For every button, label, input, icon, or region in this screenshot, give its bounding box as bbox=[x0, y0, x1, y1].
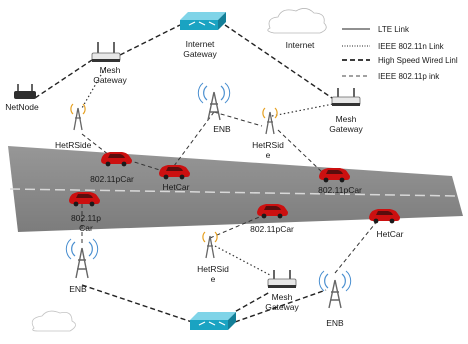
car-label: HetCar bbox=[377, 229, 404, 239]
cell-tower-icon bbox=[197, 82, 231, 121]
car-icon bbox=[257, 204, 288, 219]
internet-cloud-top-label: Internet bbox=[286, 40, 315, 50]
car-icon bbox=[101, 152, 132, 167]
internet-gateway-bottom bbox=[190, 312, 236, 330]
cell-tower-icon bbox=[65, 238, 99, 279]
car-label: HetCar bbox=[163, 182, 190, 192]
legend-label-lte: LTE Link bbox=[378, 25, 410, 34]
roadside-unit-icon bbox=[70, 103, 86, 131]
legend-label-wifi-p: IEEE 802.11p ink bbox=[378, 72, 440, 81]
wired-link bbox=[119, 24, 181, 56]
cell-tower-icon bbox=[318, 270, 352, 309]
roadside-unit-icon bbox=[262, 107, 278, 135]
car-label: 802.11pCar bbox=[90, 174, 134, 184]
legend-label-wifi-n: IEEE 802.11n Link bbox=[378, 42, 445, 51]
car-label: 802.11pCar bbox=[250, 224, 294, 234]
enb-bottom-right-label: ENB bbox=[326, 318, 344, 328]
router-icon bbox=[91, 42, 121, 62]
het-rside-left-label: HetRSide bbox=[55, 140, 92, 150]
legend-label-wired: High Speed Wired Linl bbox=[378, 56, 458, 65]
lte-link bbox=[213, 111, 263, 127]
wifi-p-link bbox=[277, 129, 324, 174]
roadside-unit-icon bbox=[202, 231, 218, 259]
lte-link bbox=[334, 219, 379, 274]
car-label: 802.11pCar bbox=[318, 185, 362, 195]
car-icon bbox=[69, 192, 100, 207]
wifi-n-link bbox=[271, 103, 334, 117]
wired-link bbox=[224, 24, 333, 99]
wired-link bbox=[234, 289, 327, 323]
car-icon bbox=[319, 168, 350, 183]
car-icon bbox=[159, 165, 190, 180]
car-icon bbox=[369, 209, 400, 224]
links bbox=[34, 24, 379, 323]
lte-link bbox=[170, 111, 215, 171]
road bbox=[8, 146, 463, 232]
legend: LTE Link IEEE 802.11n Link High Speed Wi… bbox=[342, 25, 458, 81]
netnode-label: NetNode bbox=[5, 102, 39, 112]
cloud-icon bbox=[267, 8, 327, 34]
router-icon bbox=[331, 88, 361, 106]
router-icon bbox=[267, 270, 297, 288]
wired-link bbox=[81, 284, 193, 323]
wired-link bbox=[34, 59, 93, 99]
enb-top-label: ENB bbox=[213, 124, 231, 134]
cloud-icon bbox=[31, 310, 76, 332]
wifi-p-link bbox=[209, 214, 265, 239]
internet-gateway-top bbox=[180, 12, 226, 30]
enb-bottom-left-label: ENB bbox=[69, 284, 87, 294]
netnode-router-icon bbox=[14, 84, 36, 99]
